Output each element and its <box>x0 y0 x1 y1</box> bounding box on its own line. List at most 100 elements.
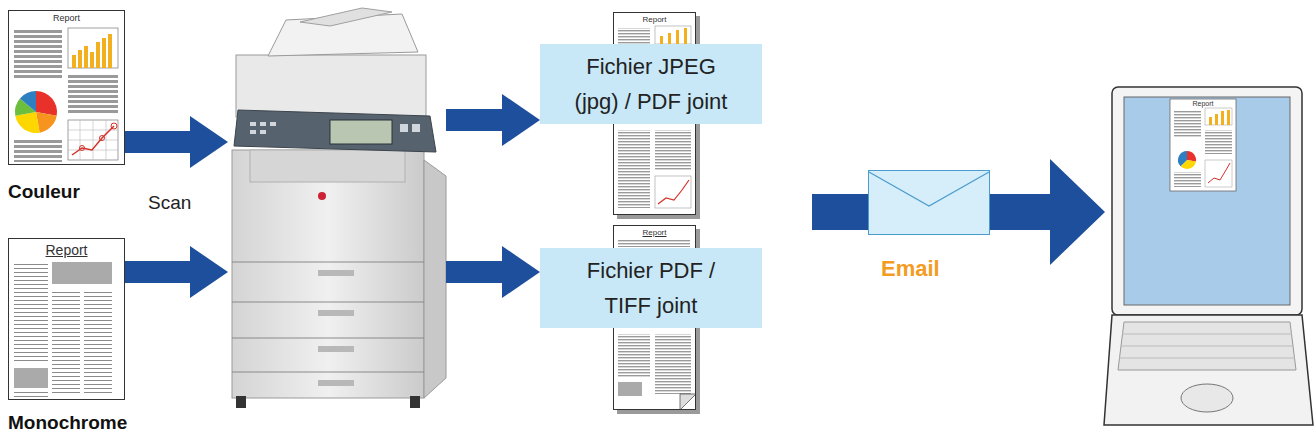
text-lines <box>84 290 112 396</box>
text-lines <box>618 334 650 378</box>
text-lines <box>618 240 690 247</box>
wheel <box>236 396 246 408</box>
printer-body <box>232 150 424 398</box>
document-title: Report <box>9 13 124 23</box>
feeder-tray <box>300 8 392 26</box>
pie-slice <box>1178 151 1187 166</box>
text-lines <box>14 262 48 362</box>
pie-slice <box>1187 151 1196 162</box>
mono-document-art <box>8 238 125 400</box>
bar-chart-frame <box>655 26 691 44</box>
panel-key <box>400 124 408 132</box>
mode-label: Monochrome <box>8 412 127 434</box>
text-lines <box>68 74 118 114</box>
email-band <box>812 194 872 230</box>
panel-key <box>260 122 266 126</box>
text-lines <box>52 290 80 396</box>
laptop-lid <box>1112 87 1302 315</box>
mode-label: Couleur <box>8 181 80 203</box>
line-series <box>658 180 689 204</box>
drawer-handle <box>318 380 354 386</box>
flow-arrow <box>125 261 190 283</box>
laptop-computer: Report <box>1105 85 1313 425</box>
bar-chart-bars <box>72 34 112 68</box>
text-lines <box>618 130 650 208</box>
email-envelope: Email <box>868 170 990 235</box>
bar <box>96 42 100 68</box>
document-title: Report <box>614 228 695 237</box>
grey-image <box>618 382 642 396</box>
line-chart-frame <box>655 176 691 208</box>
panel-screen <box>330 120 392 144</box>
document-title: Report <box>614 15 695 24</box>
line-chart-frame <box>1205 160 1232 187</box>
document-title: Report <box>9 242 124 258</box>
bar <box>108 34 112 68</box>
bar <box>78 50 82 68</box>
bar <box>90 52 94 68</box>
flow-arrow <box>446 109 502 131</box>
bar <box>1221 111 1224 125</box>
line-chart-frame <box>68 120 118 160</box>
control-panel <box>234 110 436 152</box>
text-lines <box>1174 172 1201 187</box>
laptop-screen <box>1124 97 1290 305</box>
folded-corner <box>680 394 696 410</box>
laptop-art <box>1104 87 1313 425</box>
pie-slice <box>36 91 57 116</box>
key-rows <box>1119 334 1295 358</box>
panel-key <box>412 124 420 132</box>
output-tray <box>250 150 405 182</box>
data-point <box>111 123 117 129</box>
drawer-handle <box>318 270 354 276</box>
laptop-touchpad <box>1181 384 1233 412</box>
flow-arrow <box>990 194 1050 230</box>
multifunction-printer: Scan <box>228 10 446 410</box>
grey-image <box>14 368 48 388</box>
panel-key <box>260 130 266 134</box>
screen-document <box>1170 99 1236 191</box>
text-lines <box>14 392 48 397</box>
bar-chart-frame <box>68 28 118 68</box>
file-format-box: Fichier PDF / TIFF joint <box>540 248 762 328</box>
colour-document: ReportCouleur <box>8 10 125 165</box>
bar <box>684 28 687 44</box>
page-sheet <box>8 10 125 165</box>
bar <box>676 30 679 44</box>
bar <box>1215 114 1218 125</box>
drawer-handle <box>318 310 354 316</box>
file-format-text: Fichier JPEG (jpg) / PDF joint <box>569 49 734 119</box>
logo-mark <box>318 192 326 200</box>
scanner-unit <box>236 55 426 117</box>
panel-key <box>270 122 276 126</box>
envelope-body <box>868 170 990 235</box>
line-series <box>1208 163 1230 183</box>
wheel <box>410 396 420 408</box>
flow-arrow <box>446 261 502 283</box>
chart-grid <box>68 120 118 160</box>
panel-key <box>250 122 256 126</box>
grey-image <box>52 262 112 284</box>
text-lines <box>655 130 691 170</box>
document-title: Report <box>1170 100 1236 107</box>
laptop-keyboard <box>1118 322 1296 370</box>
bar <box>1227 110 1230 125</box>
flow-arrow <box>125 131 190 153</box>
bar <box>72 55 76 68</box>
bar <box>668 33 671 44</box>
colour-document-art <box>8 10 125 165</box>
pie-chart <box>15 91 57 133</box>
page-sheet <box>8 238 125 400</box>
mono-document: ReportMonochrome <box>8 238 125 400</box>
data-point <box>100 136 105 141</box>
drawer-handle <box>318 346 354 352</box>
text-lines <box>14 138 62 162</box>
action-label: Scan <box>148 192 191 214</box>
laptop-base <box>1104 315 1313 425</box>
printer-side <box>424 160 446 398</box>
text-lines <box>14 30 62 80</box>
pie-slice <box>20 91 36 112</box>
